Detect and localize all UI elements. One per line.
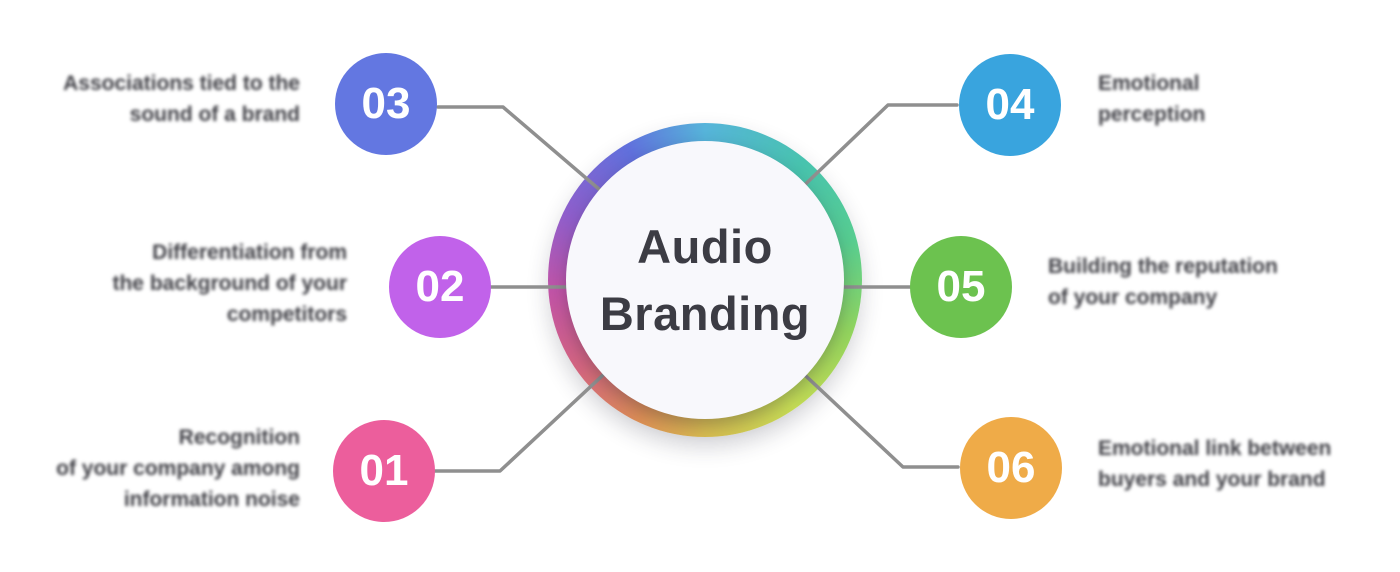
number-circle-03: 03 — [335, 53, 437, 155]
number-circle-04: 04 — [959, 54, 1061, 156]
label-06: Emotional link between buyers and your b… — [1098, 433, 1331, 495]
connector-04 — [790, 103, 959, 199]
label-02: Differentiation from the background of y… — [112, 237, 347, 330]
connector-03 — [436, 105, 616, 204]
label-02-line1: Differentiation from — [152, 241, 347, 264]
label-04: Emotional perception — [1098, 68, 1205, 130]
label-06-line1: Emotional link between — [1098, 437, 1332, 460]
number-03: 03 — [361, 79, 411, 128]
label-02-line2: the background of your — [112, 272, 347, 295]
number-circle-06: 06 — [960, 417, 1062, 519]
label-01-line2: of your company among — [56, 457, 300, 480]
label-02-line3: competitors — [226, 303, 347, 326]
label-01-line3: information noise — [123, 488, 300, 511]
number-02: 02 — [415, 262, 465, 311]
number-01: 01 — [359, 446, 409, 495]
connector-06 — [790, 361, 960, 469]
number-circle-05: 05 — [910, 236, 1012, 338]
label-01: Recognition of your company among inform… — [56, 422, 300, 515]
number-circle-01: 01 — [333, 420, 435, 522]
label-05-line1: Building the reputation — [1048, 255, 1278, 278]
label-03: Associations tied to the sound of a bran… — [63, 68, 300, 130]
label-05: Building the reputation of your company — [1048, 251, 1278, 313]
connector-01 — [433, 360, 619, 473]
center-title-line2: Branding — [599, 287, 811, 340]
number-circle-02: 02 — [389, 236, 491, 338]
center-circle: Audio Branding — [566, 141, 844, 419]
label-01-line1: Recognition — [178, 426, 300, 449]
label-03-line2: sound of a brand — [129, 103, 300, 126]
number-06: 06 — [986, 443, 1036, 492]
label-04-line2: perception — [1098, 103, 1206, 126]
label-05-line2: of your company — [1048, 286, 1218, 309]
center-title-line1: Audio — [637, 220, 773, 273]
label-03-line1: Associations tied to the — [63, 72, 300, 95]
number-05: 05 — [936, 262, 986, 311]
number-04: 04 — [985, 80, 1035, 129]
label-04-line1: Emotional — [1098, 72, 1200, 95]
label-06-line2: buyers and your brand — [1098, 468, 1326, 491]
